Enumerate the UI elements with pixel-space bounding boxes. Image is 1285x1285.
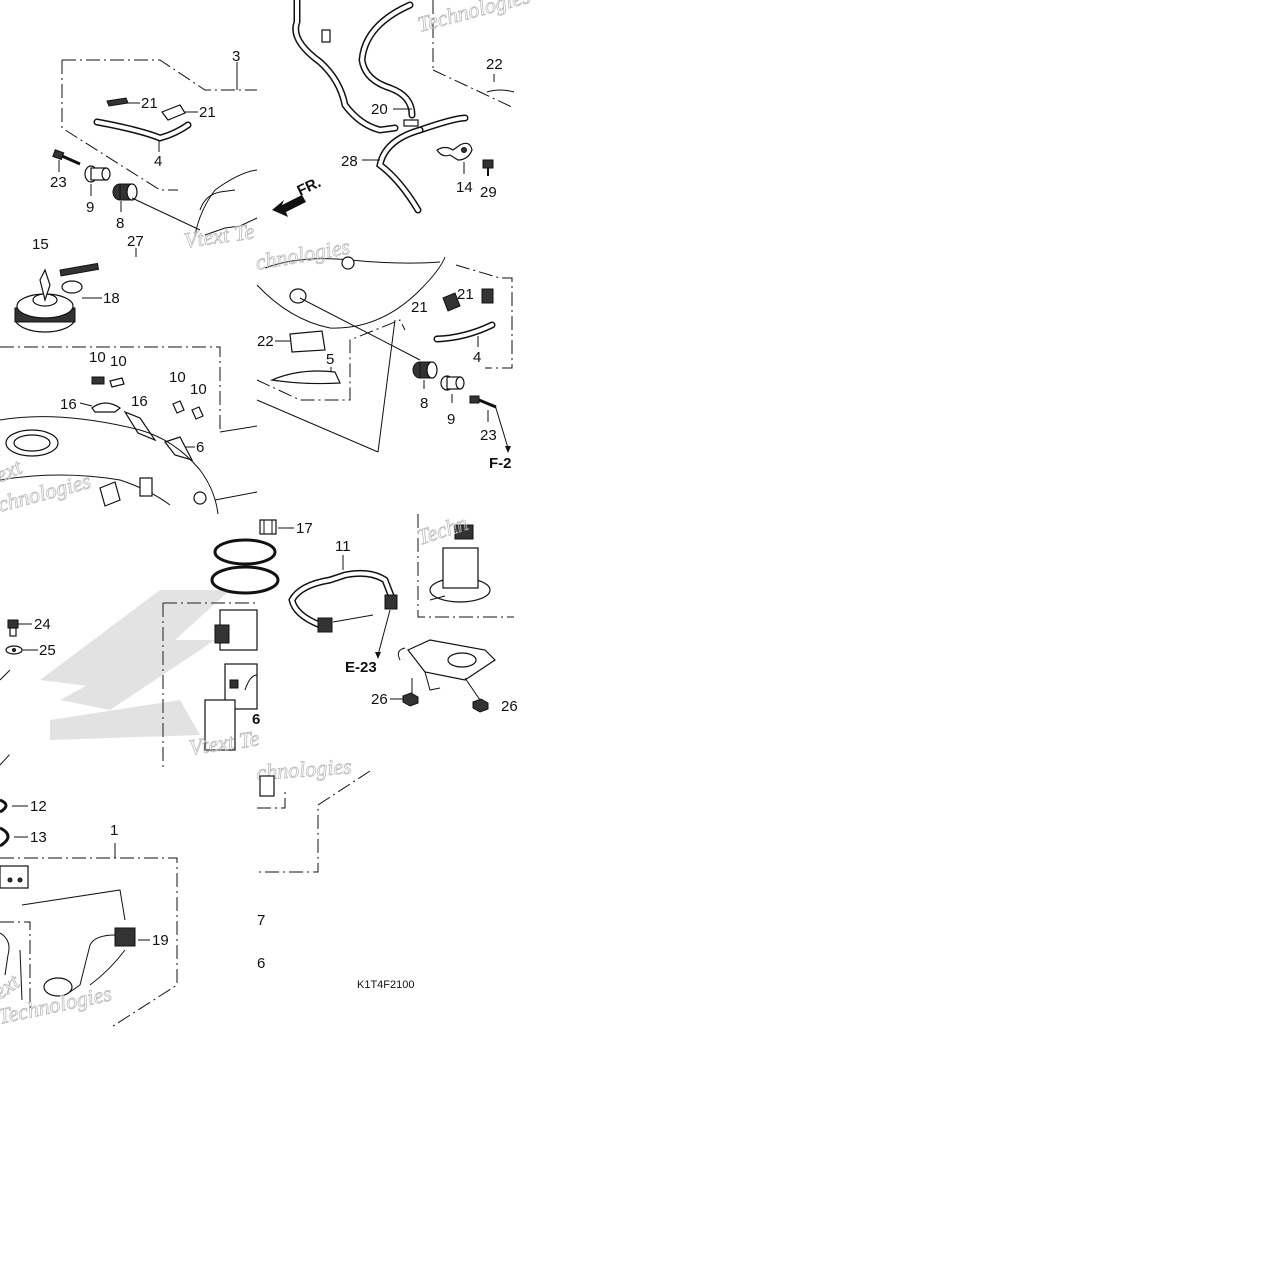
tile-top-left: 3 21 21 4 23 9 bbox=[50, 48, 258, 257]
callout-15: 15 bbox=[32, 236, 49, 253]
watermark: chnologies bbox=[254, 234, 352, 275]
callout-6b: 6 bbox=[252, 711, 260, 728]
fuel-tank-icon bbox=[0, 416, 258, 515]
ref-e23: E-23 bbox=[345, 659, 377, 676]
watermark: Techn bbox=[414, 510, 471, 550]
callout-21b: 21 bbox=[199, 104, 216, 121]
nut-icon bbox=[472, 698, 489, 713]
callout-13: 13 bbox=[30, 829, 47, 846]
callout-5: 5 bbox=[326, 351, 334, 368]
callout-9a: 9 bbox=[86, 199, 94, 216]
bolt-icon bbox=[52, 149, 81, 166]
callout-4b: 4 bbox=[473, 349, 481, 366]
callout-27a: 27 bbox=[127, 233, 144, 250]
callout-8b: 8 bbox=[420, 395, 428, 412]
callout-9b: 9 bbox=[447, 411, 455, 428]
callout-10d: 10 bbox=[190, 381, 207, 398]
callout-1: 1 bbox=[110, 822, 118, 839]
callout-14: 14 bbox=[456, 179, 473, 196]
bolt-icon bbox=[482, 159, 494, 176]
callout-16b: 16 bbox=[131, 393, 148, 410]
callout-26a: 26 bbox=[371, 691, 388, 708]
watermark: ext bbox=[0, 454, 26, 488]
callout-26b: 26 bbox=[501, 698, 518, 715]
tile-middle-left: 15 18 10 10 10 10 16 16 6 bbox=[0, 236, 258, 517]
fuel-pump-icon bbox=[204, 609, 258, 751]
front-arrow-icon: FR. bbox=[272, 174, 324, 217]
rubber-mount-icon bbox=[412, 361, 438, 379]
fuel-tank-icon bbox=[194, 169, 258, 236]
tile-bottom-left: 12 13 1 19 ext Technologies bbox=[0, 798, 178, 1029]
o-ring-icon bbox=[0, 798, 8, 814]
callout-10b: 10 bbox=[110, 353, 127, 370]
tile-top-middle: 20 28 14 29 FR. 22 Technologies bbox=[272, 0, 533, 217]
rubber-pad-icon bbox=[161, 104, 186, 121]
fuel-gauge-sender-icon bbox=[0, 865, 136, 997]
fuel-tank-icon bbox=[256, 256, 446, 329]
callout-19: 19 bbox=[152, 932, 169, 949]
callout-10c: 10 bbox=[169, 369, 186, 386]
callout-25: 25 bbox=[39, 642, 56, 659]
bolt-icon bbox=[7, 619, 19, 637]
o-ring-icon bbox=[213, 538, 277, 566]
callout-12: 12 bbox=[30, 798, 47, 815]
callout-3: 3 bbox=[232, 48, 240, 65]
rubber-mount-icon bbox=[112, 183, 138, 201]
watermark: Vtext Te bbox=[187, 725, 261, 760]
diagram-code: K1T4F2100 bbox=[357, 979, 414, 991]
callout-24: 24 bbox=[34, 616, 51, 633]
callout-6: 6 bbox=[196, 439, 204, 456]
front-label: FR. bbox=[295, 174, 324, 200]
callout-10a: 10 bbox=[89, 349, 106, 366]
callout-16a: 16 bbox=[60, 396, 77, 413]
callout-21d: 21 bbox=[457, 286, 474, 303]
tile-center: 17 11 E-23 Techn 2 bbox=[259, 510, 518, 715]
collar-icon bbox=[84, 165, 111, 183]
o-ring-icon bbox=[0, 826, 10, 848]
watermark: Technologies bbox=[415, 0, 533, 37]
rubber-pad-icon bbox=[106, 97, 129, 107]
joint-icon bbox=[403, 119, 419, 127]
callout-4a: 4 bbox=[154, 153, 162, 170]
fuel-pump-top-icon bbox=[429, 524, 491, 603]
collar-icon bbox=[440, 375, 465, 391]
callout-22a: 22 bbox=[486, 56, 503, 73]
honda-wing-watermark bbox=[40, 590, 230, 740]
rubber-pad-icon bbox=[442, 292, 461, 312]
callout-7: 7 bbox=[257, 912, 265, 929]
callout-21a: 21 bbox=[141, 95, 158, 112]
callout-29: 29 bbox=[480, 184, 497, 201]
callout-21c: 21 bbox=[411, 299, 428, 316]
callout-22b: 22 bbox=[257, 333, 274, 350]
callout-18: 18 bbox=[103, 290, 120, 307]
setting-plate-icon bbox=[397, 639, 496, 691]
fuel-filter-icon bbox=[259, 519, 277, 535]
rubber-pad-icon bbox=[481, 288, 494, 304]
callout-6c: 6 bbox=[257, 955, 265, 972]
callout-17: 17 bbox=[296, 520, 313, 537]
tile-bottom-center: chnologies 7 6 K1T4F2100 bbox=[255, 753, 414, 991]
fuel-cap-icon bbox=[14, 262, 100, 333]
watermark: Vtext Te bbox=[182, 218, 256, 253]
callout-11: 11 bbox=[335, 538, 351, 555]
rubber-pad-icon bbox=[91, 376, 105, 385]
callout-28: 28 bbox=[341, 153, 358, 170]
hose-clamp-icon bbox=[436, 142, 473, 161]
callout-23a: 23 bbox=[50, 174, 67, 191]
tile-center-left: 6 24 25 Vtext Te bbox=[0, 538, 280, 771]
bolt-icon bbox=[469, 395, 497, 409]
callout-8a: 8 bbox=[116, 215, 124, 232]
callout-20: 20 bbox=[371, 101, 388, 118]
nut-icon bbox=[402, 692, 419, 707]
ref-f2: F-2 bbox=[489, 455, 512, 472]
callout-23b: 23 bbox=[480, 427, 497, 444]
tile-middle-center: chnologies 21 21 4 22 5 8 bbox=[253, 233, 513, 472]
